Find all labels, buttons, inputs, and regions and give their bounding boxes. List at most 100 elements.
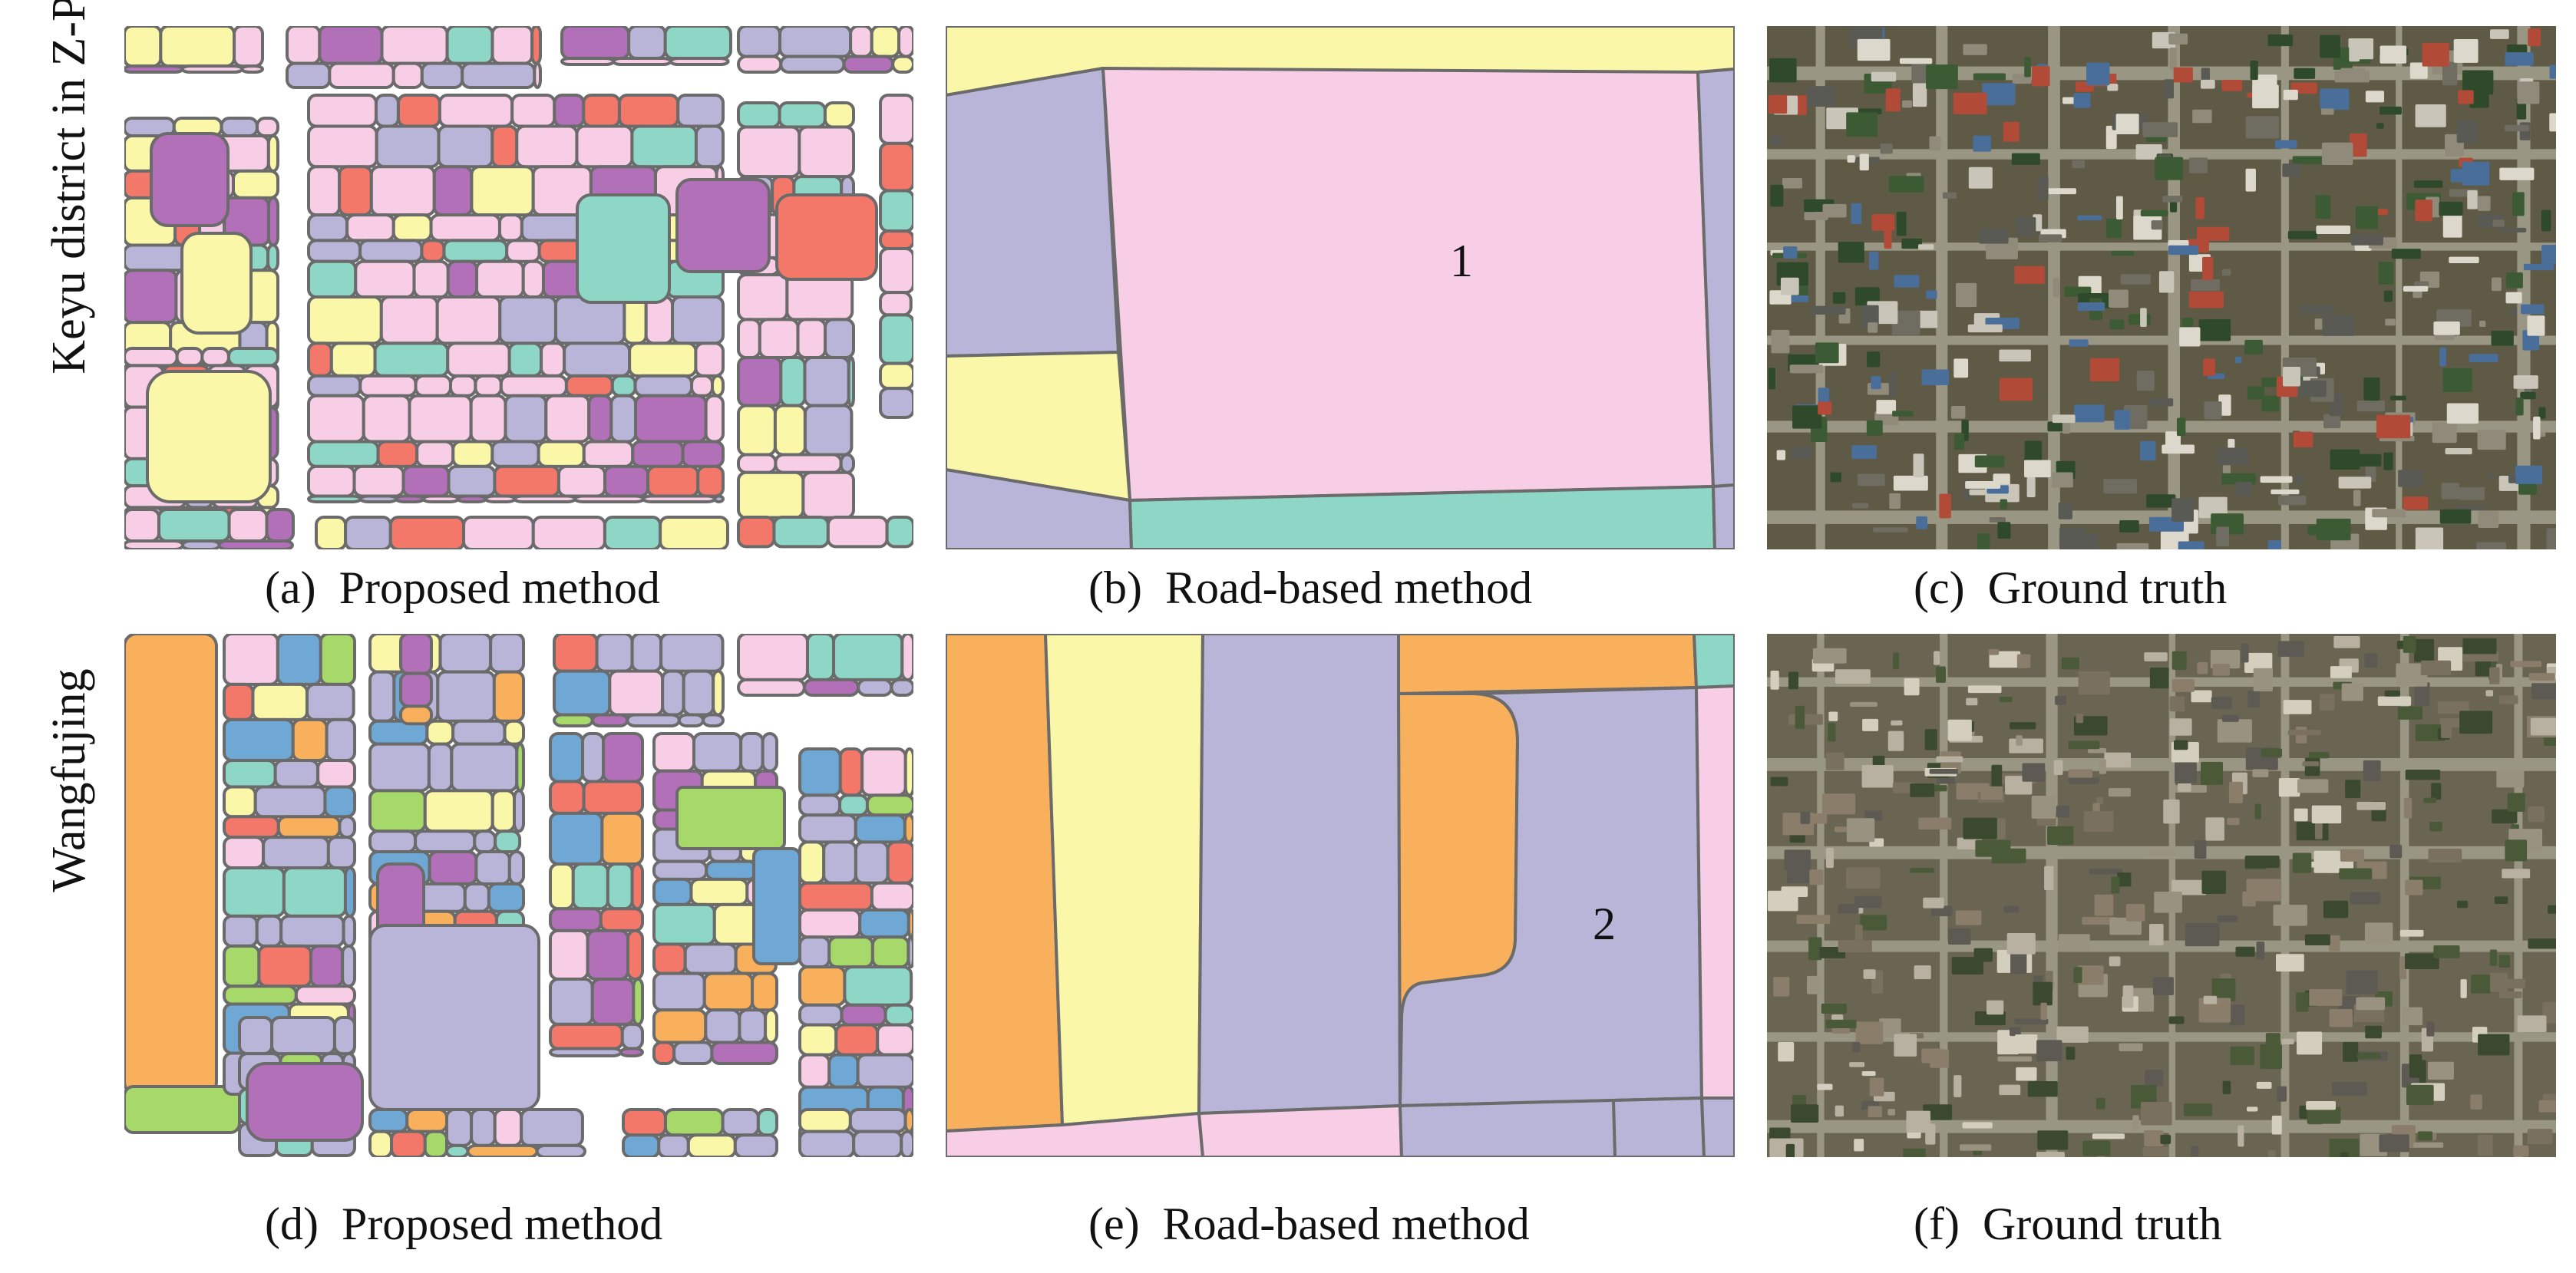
texture	[1950, 406, 1966, 419]
parcel	[564, 374, 614, 397]
texture	[2478, 510, 2499, 529]
parcel	[737, 54, 783, 74]
texture	[1891, 720, 1903, 726]
texture	[2119, 1043, 2143, 1051]
texture	[2247, 1106, 2258, 1112]
texture	[2278, 495, 2307, 506]
texture	[2003, 121, 2020, 142]
parcel	[721, 1108, 760, 1137]
texture	[1929, 769, 1958, 774]
texture	[2115, 196, 2123, 219]
texture	[2038, 234, 2062, 242]
parcel	[445, 1108, 474, 1147]
parcel	[553, 94, 586, 128]
texture	[2158, 271, 2175, 293]
texture	[1974, 455, 2005, 468]
parcel	[507, 850, 526, 885]
parcel	[856, 1053, 913, 1089]
parcel	[600, 811, 645, 866]
parcel	[326, 836, 356, 870]
parcel	[223, 836, 266, 870]
parcel	[677, 713, 705, 727]
texture	[2329, 935, 2340, 951]
texture	[2066, 1047, 2076, 1060]
texture	[2260, 1044, 2282, 1070]
texture	[2109, 956, 2121, 967]
texture	[2402, 1007, 2423, 1026]
texture	[2515, 465, 2543, 484]
parcel	[587, 394, 613, 444]
texture	[2217, 719, 2252, 743]
parcel	[307, 94, 378, 128]
texture	[1773, 977, 1790, 997]
texture	[2415, 527, 2444, 549]
road	[1940, 634, 1948, 1157]
parcel	[238, 1016, 274, 1056]
texture	[2036, 1152, 2065, 1157]
parcel	[375, 124, 441, 169]
parcel	[358, 239, 424, 263]
texture	[2356, 801, 2386, 810]
texture	[2222, 1080, 2231, 1094]
texture	[2145, 1070, 2164, 1087]
parcel	[447, 464, 497, 498]
parcel	[628, 341, 698, 378]
road	[2399, 634, 2409, 1157]
parcel	[692, 732, 743, 773]
parcel	[713, 494, 725, 503]
parcel	[307, 295, 383, 345]
parcel	[124, 269, 178, 325]
texture	[2221, 473, 2257, 485]
panel-f-ground-truth-satellite	[1767, 634, 2556, 1157]
texture	[2419, 1060, 2426, 1083]
texture	[2491, 330, 2514, 346]
texture	[2431, 783, 2442, 800]
parcel	[425, 719, 455, 746]
block-teal-corner	[1693, 634, 1735, 689]
parcel	[883, 1003, 913, 1027]
texture	[2517, 81, 2540, 104]
texture	[2212, 664, 2230, 676]
parcel	[286, 26, 322, 65]
parcel	[368, 1130, 394, 1157]
texture	[2498, 991, 2522, 998]
block-yellow-strip	[1044, 634, 1204, 1126]
texture	[1965, 481, 2001, 489]
texture	[2403, 636, 2416, 653]
texture	[2549, 64, 2556, 79]
texture	[2307, 525, 2327, 536]
texture	[1767, 890, 1798, 912]
texture	[2383, 452, 2393, 470]
texture	[2354, 243, 2372, 251]
parcel	[854, 813, 907, 844]
texture	[2527, 315, 2545, 336]
texture	[2439, 509, 2472, 524]
texture	[1953, 358, 1969, 378]
texture	[2092, 1133, 2125, 1139]
texture	[2292, 853, 2312, 873]
texture	[1771, 329, 1790, 354]
texture	[1942, 192, 1957, 199]
texture	[2031, 66, 2050, 87]
texture	[2442, 61, 2458, 86]
texture	[1789, 364, 1824, 374]
texture	[2365, 1025, 2382, 1039]
texture	[2323, 900, 2349, 918]
texture	[2399, 956, 2407, 980]
parcel	[549, 977, 594, 1026]
texture	[2252, 84, 2279, 109]
texture	[2037, 175, 2049, 200]
texture	[2521, 304, 2545, 315]
parcel	[839, 453, 856, 474]
texture	[2513, 1145, 2529, 1157]
texture	[1999, 696, 2013, 702]
parcel	[761, 732, 779, 773]
texture	[1780, 277, 1799, 295]
texture	[2111, 250, 2135, 256]
texture	[2010, 722, 2036, 730]
texture	[2531, 683, 2556, 700]
texture	[2523, 263, 2555, 271]
parcel	[124, 1085, 241, 1134]
texture	[2171, 679, 2195, 692]
parcel	[843, 965, 913, 1007]
